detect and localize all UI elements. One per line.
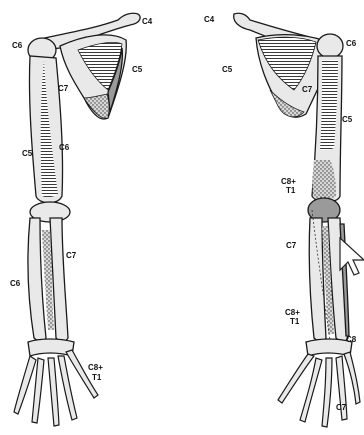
label-left-c6-shoulder: C6 (12, 41, 23, 50)
label-left-c8-hand: C8+ (88, 363, 103, 372)
label-right-c8-forearm: C8+ (285, 308, 300, 317)
right-hand-bones (278, 352, 360, 427)
label-right-c7-hand: C7 (336, 403, 347, 412)
label-left-c5-humerus: C5 (22, 149, 33, 158)
right-humeral-head (317, 34, 343, 58)
label-right-t1-elbow: T1 (286, 186, 296, 195)
label-left-c7-forearm: C7 (66, 251, 77, 260)
label-right-c5-scapula: C5 (222, 65, 233, 74)
label-right-c7-forearm: C7 (286, 241, 297, 250)
label-left-c6-humerus: C6 (59, 143, 70, 152)
label-right-c6-shoulder: C6 (346, 39, 357, 48)
label-left-c7-axilla: C7 (58, 84, 69, 93)
label-right-t1-forearm: T1 (290, 317, 300, 326)
label-right-c7-scapula: C7 (302, 85, 313, 94)
label-right-c8-elbow: C8+ (281, 177, 296, 186)
left-hand-bones (14, 350, 98, 426)
label-left-c6-forearm: C6 (10, 279, 21, 288)
label-left-t1-hand: T1 (92, 373, 102, 382)
right-arm (234, 13, 360, 427)
label-left-c5-scapula: C5 (132, 65, 143, 74)
label-left-c4: C4 (142, 17, 153, 26)
label-right-c4: C4 (204, 15, 215, 24)
label-right-c5-humerus: C5 (342, 115, 353, 124)
label-right-c8-wrist: C8 (346, 335, 357, 344)
left-arm (14, 13, 140, 426)
